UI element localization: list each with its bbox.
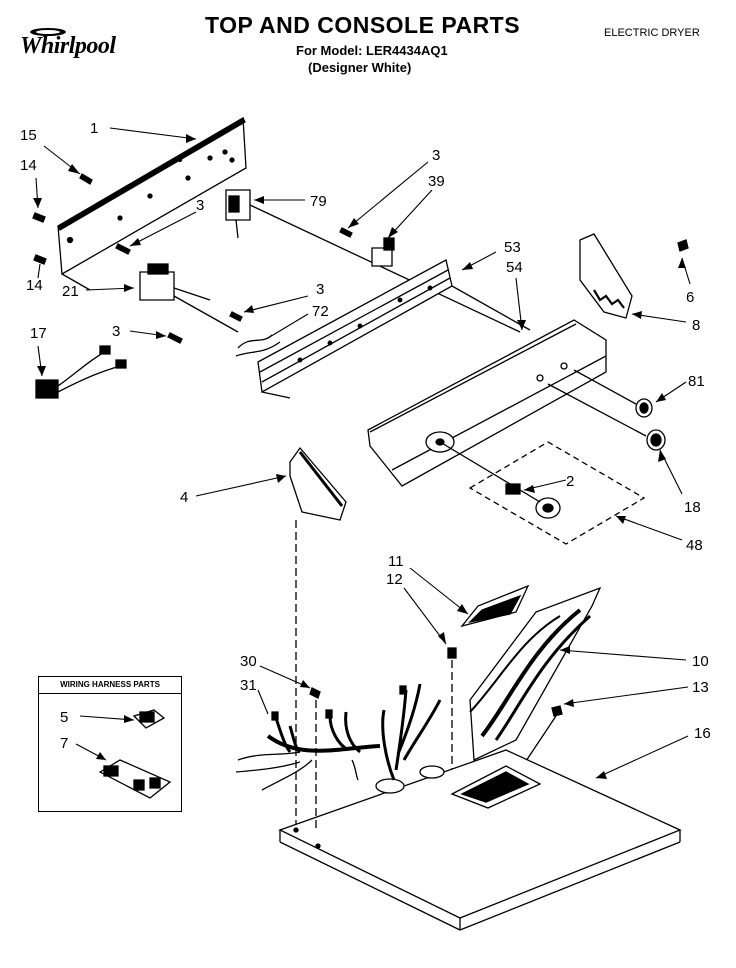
- callout-3a: 3: [196, 197, 204, 214]
- main-wire-harness: [236, 684, 440, 830]
- screw-icon: [33, 174, 352, 343]
- console-switch: [140, 264, 238, 332]
- callout-21: 21: [62, 283, 79, 300]
- timer-bracket: [226, 190, 520, 332]
- callout-4: 4: [180, 489, 188, 506]
- page-title: TOP AND CONSOLE PARTS: [205, 12, 521, 38]
- callout-16: 16: [694, 725, 711, 742]
- callout-12: 12: [386, 571, 403, 588]
- callout-14: 14: [20, 157, 37, 174]
- whirlpool-logo: [30, 28, 66, 36]
- wiring-harness-title: WIRING HARNESS PARTS: [39, 677, 181, 694]
- harness-connector: [36, 346, 126, 398]
- callout-11: 11: [388, 553, 404, 570]
- callout-8: 8: [692, 317, 700, 334]
- callout-72: 72: [312, 303, 329, 320]
- console-end-cap: [580, 234, 688, 318]
- callout-10: 10: [692, 653, 709, 670]
- callout-13: 13: [692, 679, 709, 696]
- timer-knob-group: [440, 442, 644, 544]
- callout-1: 1: [90, 120, 98, 137]
- rear-panel-bracket: [58, 118, 246, 290]
- callout-30: 30: [240, 653, 257, 670]
- callout-18: 18: [684, 499, 701, 516]
- callout-2: 2: [566, 473, 574, 490]
- control-rail: [236, 260, 530, 398]
- wiring-harness-inset: WIRING HARNESS PARTS: [38, 676, 182, 812]
- callout-17: 17: [30, 325, 47, 342]
- arrow-heads: [33, 134, 686, 779]
- callout-3b: 3: [112, 323, 120, 340]
- appliance-type: ELECTRIC DRYER: [604, 27, 700, 39]
- callout-6: 6: [686, 289, 694, 306]
- callout-3c: 3: [316, 281, 324, 298]
- console-panel: [368, 320, 606, 486]
- lint-filter-area: [448, 586, 600, 790]
- brand-name: Whirlpool: [20, 33, 116, 59]
- inset-harness-parts: [100, 710, 170, 798]
- callout-48: 48: [686, 537, 703, 554]
- callout-53: 53: [504, 239, 521, 256]
- knob-icon: [548, 370, 665, 450]
- callout-15: 15: [20, 127, 37, 144]
- callout-7: 7: [60, 735, 68, 752]
- model-number: For Model: LER4434AQ1: [296, 43, 448, 58]
- callout-14b: 14: [26, 277, 43, 294]
- dryer-top-panel: [280, 750, 680, 930]
- callout-39: 39: [428, 173, 445, 190]
- callout-5: 5: [60, 709, 68, 726]
- callout-31: 31: [240, 677, 257, 694]
- side-end-cap: [290, 448, 346, 830]
- push-switch: [372, 238, 394, 266]
- callout-79: 79: [310, 193, 327, 210]
- callout-81: 81: [688, 373, 705, 390]
- callout-54: 54: [506, 259, 523, 276]
- model-variant: (Designer White): [308, 60, 412, 75]
- callout-labels: 1 15 14 14 3 21 17 3 3 72 79 3 39 53 54 …: [20, 120, 711, 752]
- callout-3d: 3: [432, 147, 440, 164]
